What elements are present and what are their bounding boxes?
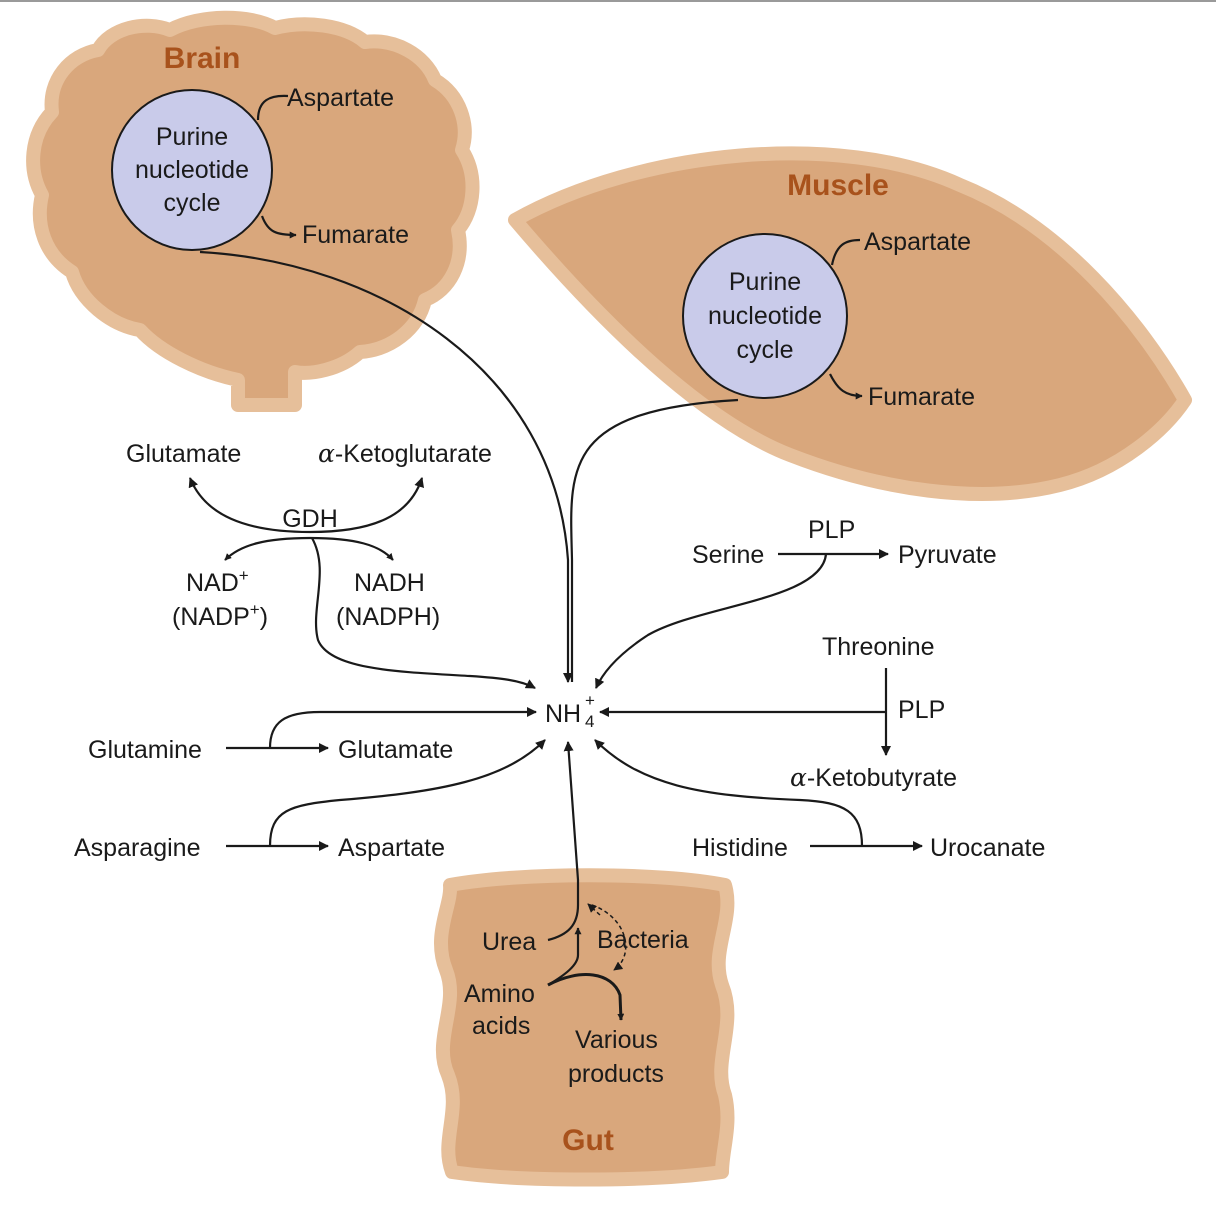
gdh-glutamate-label: Glutamate [126,440,241,468]
gdh-cofactor-arc [224,536,394,561]
ammonium-subscript: 4 [585,712,594,731]
ammonium-base: NH [545,700,581,728]
gdh-enzyme-label: GDH [282,505,338,533]
gut-various-line1: Various [575,1026,658,1054]
threonine-label: Threonine [822,633,935,661]
ketobutyrate-label: α-Ketobutyrate [790,763,957,792]
gut-amino-acids-line2: acids [472,1012,530,1040]
gut-organ [434,868,735,1187]
muscle-purine-cycle-circle [682,233,848,399]
ammonium-charge: + [585,691,595,710]
muscle-cycle-line3: cycle [737,336,794,364]
muscle-to-ammonium-arrow [570,398,739,682]
brain-cycle-line2: nucleotide [135,156,249,184]
histidine-label: Histidine [692,834,788,862]
nad-text: NAD [186,569,239,597]
brain-purine-cycle-circle [111,89,273,251]
alpha-symbol-2: α [790,763,807,792]
muscle-fumarate-arrow [829,373,863,400]
ammonium-label: NH [545,700,581,728]
nadp-paren: ) [260,603,268,631]
brain-fumarate-label: Fumarate [302,221,409,249]
brain-to-ammonium-arrow [199,250,573,683]
muscle-organ [508,146,1192,501]
glutamine-label: Glutamine [88,736,202,764]
brain-aspartate-label: Aspartate [287,84,394,112]
serine-label: Serine [692,541,764,569]
gdh-nadph-label: (NADPH) [336,603,440,631]
gut-urea-to-ammonium-arrow [547,741,580,942]
muscle-fumarate-label: Fumarate [868,383,975,411]
brain-fumarate-arrow [260,215,297,239]
gdh-nadp-label: (NADP+) [172,600,268,631]
gdh-glutamate-ketoglutarate-arc [188,477,424,534]
ketoglutarate-text: -Ketoglutarate [335,440,492,468]
gut-urea-label: Urea [482,928,536,956]
pyruvate-label: Pyruvate [898,541,997,569]
muscle-cycle-line2: nucleotide [708,302,822,330]
threonine-plp-label: PLP [898,696,945,724]
asparagine-aspartate-label: Aspartate [338,834,445,862]
gut-title: Gut [562,1124,614,1157]
brain-title: Brain [164,42,241,75]
gut-bacteria-label: Bacteria [597,926,689,954]
gut-amino-to-products-arrow [547,973,625,1021]
serine-plp-label: PLP [808,516,855,544]
brain-aspartate-link [256,94,289,121]
glutamine-to-ammonium-arrow [268,707,537,749]
brain-cycle-line3: cycle [164,189,221,217]
nadp-text: (NADP [172,603,250,631]
gdh-ketoglutarate-label: α-Ketoglutarate [318,439,492,468]
gdh-nad-label: NAD+ [186,566,249,597]
asparagine-label: Asparagine [74,834,200,862]
urocanate-label: Urocanate [930,834,1045,862]
nadp-superscript: + [250,600,260,619]
alpha-symbol: α [318,439,335,468]
asparagine-to-ammonium-arrow [268,739,546,847]
muscle-aspartate-label: Aspartate [864,228,971,256]
gdh-to-ammonium-arrow [311,537,536,689]
gut-amino-acids-line1: Amino [464,980,535,1008]
serine-to-ammonium-arrow [594,553,828,689]
gdh-nadh-label: NADH [354,569,425,597]
muscle-title: Muscle [787,169,889,202]
histidine-to-ammonium-arrow [594,739,864,847]
muscle-aspartate-link [830,238,861,266]
ketobutyrate-text: -Ketobutyrate [807,764,957,792]
brain-cycle-line1: Purine [156,123,228,151]
gut-bacteria-dashed-tip [587,903,601,916]
nad-superscript: + [239,566,249,585]
gut-various-line2: products [568,1060,664,1088]
muscle-cycle-line1: Purine [729,268,801,296]
glutamine-glutamate-label: Glutamate [338,736,453,764]
